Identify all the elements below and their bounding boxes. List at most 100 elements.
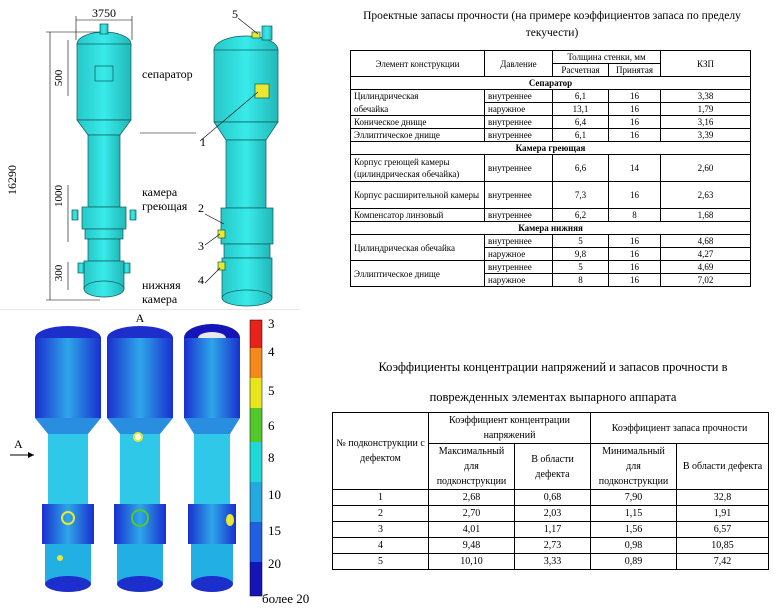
dim-height: 16290	[5, 165, 19, 195]
t2-cell: 6,57	[676, 521, 770, 538]
fea-vessel-2	[107, 326, 173, 592]
th-ksp: КЗП	[660, 50, 752, 77]
t1-cell: 8	[552, 273, 609, 287]
th-kzp: Коэффициент запаса прочности	[590, 412, 770, 444]
callout-3: 3	[198, 239, 204, 253]
t1-cell: Эллиптическое днище	[350, 260, 485, 287]
dim-width: 3750	[92, 6, 116, 20]
th-max: Максимальный для подконструкции	[428, 443, 515, 490]
t1-cell: 16	[607, 181, 662, 209]
t2-cell: 0,89	[590, 553, 678, 570]
t1-cell: 16	[607, 115, 662, 129]
t1-cell: 14	[607, 154, 662, 182]
th-pressure: Давление	[484, 50, 553, 77]
label-separator: сепаратор	[142, 67, 193, 81]
t1-cell: внутреннее	[484, 181, 553, 209]
t1-cell: Корпус расширительной камеры	[350, 181, 485, 209]
t1-cell: внутреннее	[484, 89, 553, 103]
color-legend	[249, 319, 263, 597]
t1-cell: 16	[607, 128, 662, 142]
t1-cell: внутреннее	[484, 154, 553, 182]
t2-cell: 3	[332, 521, 429, 538]
t1-cell: внутреннее	[484, 128, 553, 142]
legend-8: 8	[268, 450, 275, 465]
t2-cell: 4	[332, 537, 429, 554]
t1-cell: 1,68	[660, 208, 752, 222]
t2-cell: 1,91	[676, 505, 770, 522]
t2-cell: 1	[332, 489, 429, 506]
t2-cell: 1,15	[590, 505, 678, 522]
legend-20: 20	[268, 556, 281, 571]
t1-cell: Коническое днище	[350, 115, 485, 129]
view-label-left: А	[14, 437, 23, 451]
t2-cell: 7,90	[590, 489, 678, 506]
vessel-front-view	[71, 23, 137, 298]
t2-cell: 1,17	[513, 521, 592, 538]
t1-cell: 16	[607, 273, 662, 287]
t1-cell: 2,60	[660, 154, 752, 182]
fea-vessel-1	[35, 326, 101, 592]
t1-cell: 16	[607, 102, 662, 116]
t1-cell: 6,6	[552, 154, 609, 182]
label-heating-2: греющая	[142, 199, 188, 213]
t1-cell: 5	[552, 234, 609, 248]
th-kcn: Коэффициент концентрации напряжений	[427, 412, 592, 444]
t1-cell: 5	[552, 260, 609, 274]
legend-15: 15	[268, 523, 281, 538]
t1-cell: 13,1	[552, 102, 609, 116]
t1-cell: 3,16	[660, 115, 752, 129]
th-min: Минимальный для подконструкции	[590, 443, 678, 490]
t2-cell: 10,85	[676, 537, 770, 554]
concentration-factors-table: № подконструкции с дефектом Коэффициент …	[332, 412, 770, 570]
fea-stress-plot: А А 3 4 5 6 8 10 15 20 более 20	[10, 312, 309, 606]
th-thickness: Толщина стенки, мм	[551, 50, 662, 64]
legend-5: 5	[268, 383, 275, 398]
legend-3: 3	[268, 316, 275, 331]
dim-1000: 1000	[53, 185, 65, 208]
t1-cell: 7,02	[660, 273, 752, 287]
t2-cell: 2,03	[513, 505, 592, 522]
th-accepted: Принятая	[607, 63, 662, 77]
t1-cell: внутреннее	[484, 208, 553, 222]
callout-2: 2	[198, 201, 204, 215]
t2-cell: 1,56	[590, 521, 678, 538]
t2-cell: 3,33	[513, 553, 592, 570]
label-heating-1: камера	[142, 185, 178, 199]
table2-title: Коэффициенты концентрации напряжений и з…	[378, 360, 728, 404]
t1-cell: наружное	[484, 247, 553, 261]
t1-cell: 6,1	[552, 128, 609, 142]
t1-cell: внутреннее	[484, 234, 553, 248]
legend-over-20: более 20	[262, 591, 309, 606]
t2-cell: 2,73	[513, 537, 592, 554]
legend-4: 4	[268, 344, 275, 359]
t2-cell: 10,10	[428, 553, 515, 570]
section-separator: Сепаратор	[349, 76, 752, 90]
th-in-defect-1: В области дефекта	[513, 443, 592, 490]
view-label-top: А	[136, 312, 145, 325]
th-calc: Расчетная	[552, 63, 609, 77]
t1-cell: 1,79	[660, 102, 752, 116]
th-in-defect-2: В области дефекта	[676, 443, 770, 490]
t1-cell: 4,68	[660, 234, 752, 248]
apparatus-drawing: 3750 16290 500 1000 300 сепаратор камера…	[0, 6, 300, 310]
t1-cell: Цилиндрическая	[350, 89, 485, 103]
t1-cell: внутреннее	[484, 260, 553, 274]
t1-cell: наружное	[484, 102, 553, 116]
dim-300: 300	[53, 264, 65, 281]
t2-cell: 4,01	[428, 521, 515, 538]
t1-cell: Цилиндрическая обечайка	[350, 234, 485, 261]
t2-cell: 7,42	[676, 553, 770, 570]
legend-10: 10	[268, 487, 281, 502]
t1-cell: 3,38	[660, 89, 752, 103]
t1-cell: Компенсатор линзовый	[350, 208, 485, 222]
callout-1: 1	[200, 135, 206, 149]
t1-cell: 16	[607, 260, 662, 274]
t2-cell: 2,68	[428, 489, 515, 506]
t2-cell: 9,48	[428, 537, 515, 554]
t1-cell: 2,63	[660, 181, 752, 209]
callout-5: 5	[232, 7, 238, 21]
design-margins-table: Элемент конструкции Давление Толщина сте…	[349, 50, 752, 287]
t2-cell: 0,68	[513, 489, 592, 506]
table1-title: Проектные запасы прочности (на примере к…	[363, 10, 741, 39]
t1-cell: 16	[607, 89, 662, 103]
